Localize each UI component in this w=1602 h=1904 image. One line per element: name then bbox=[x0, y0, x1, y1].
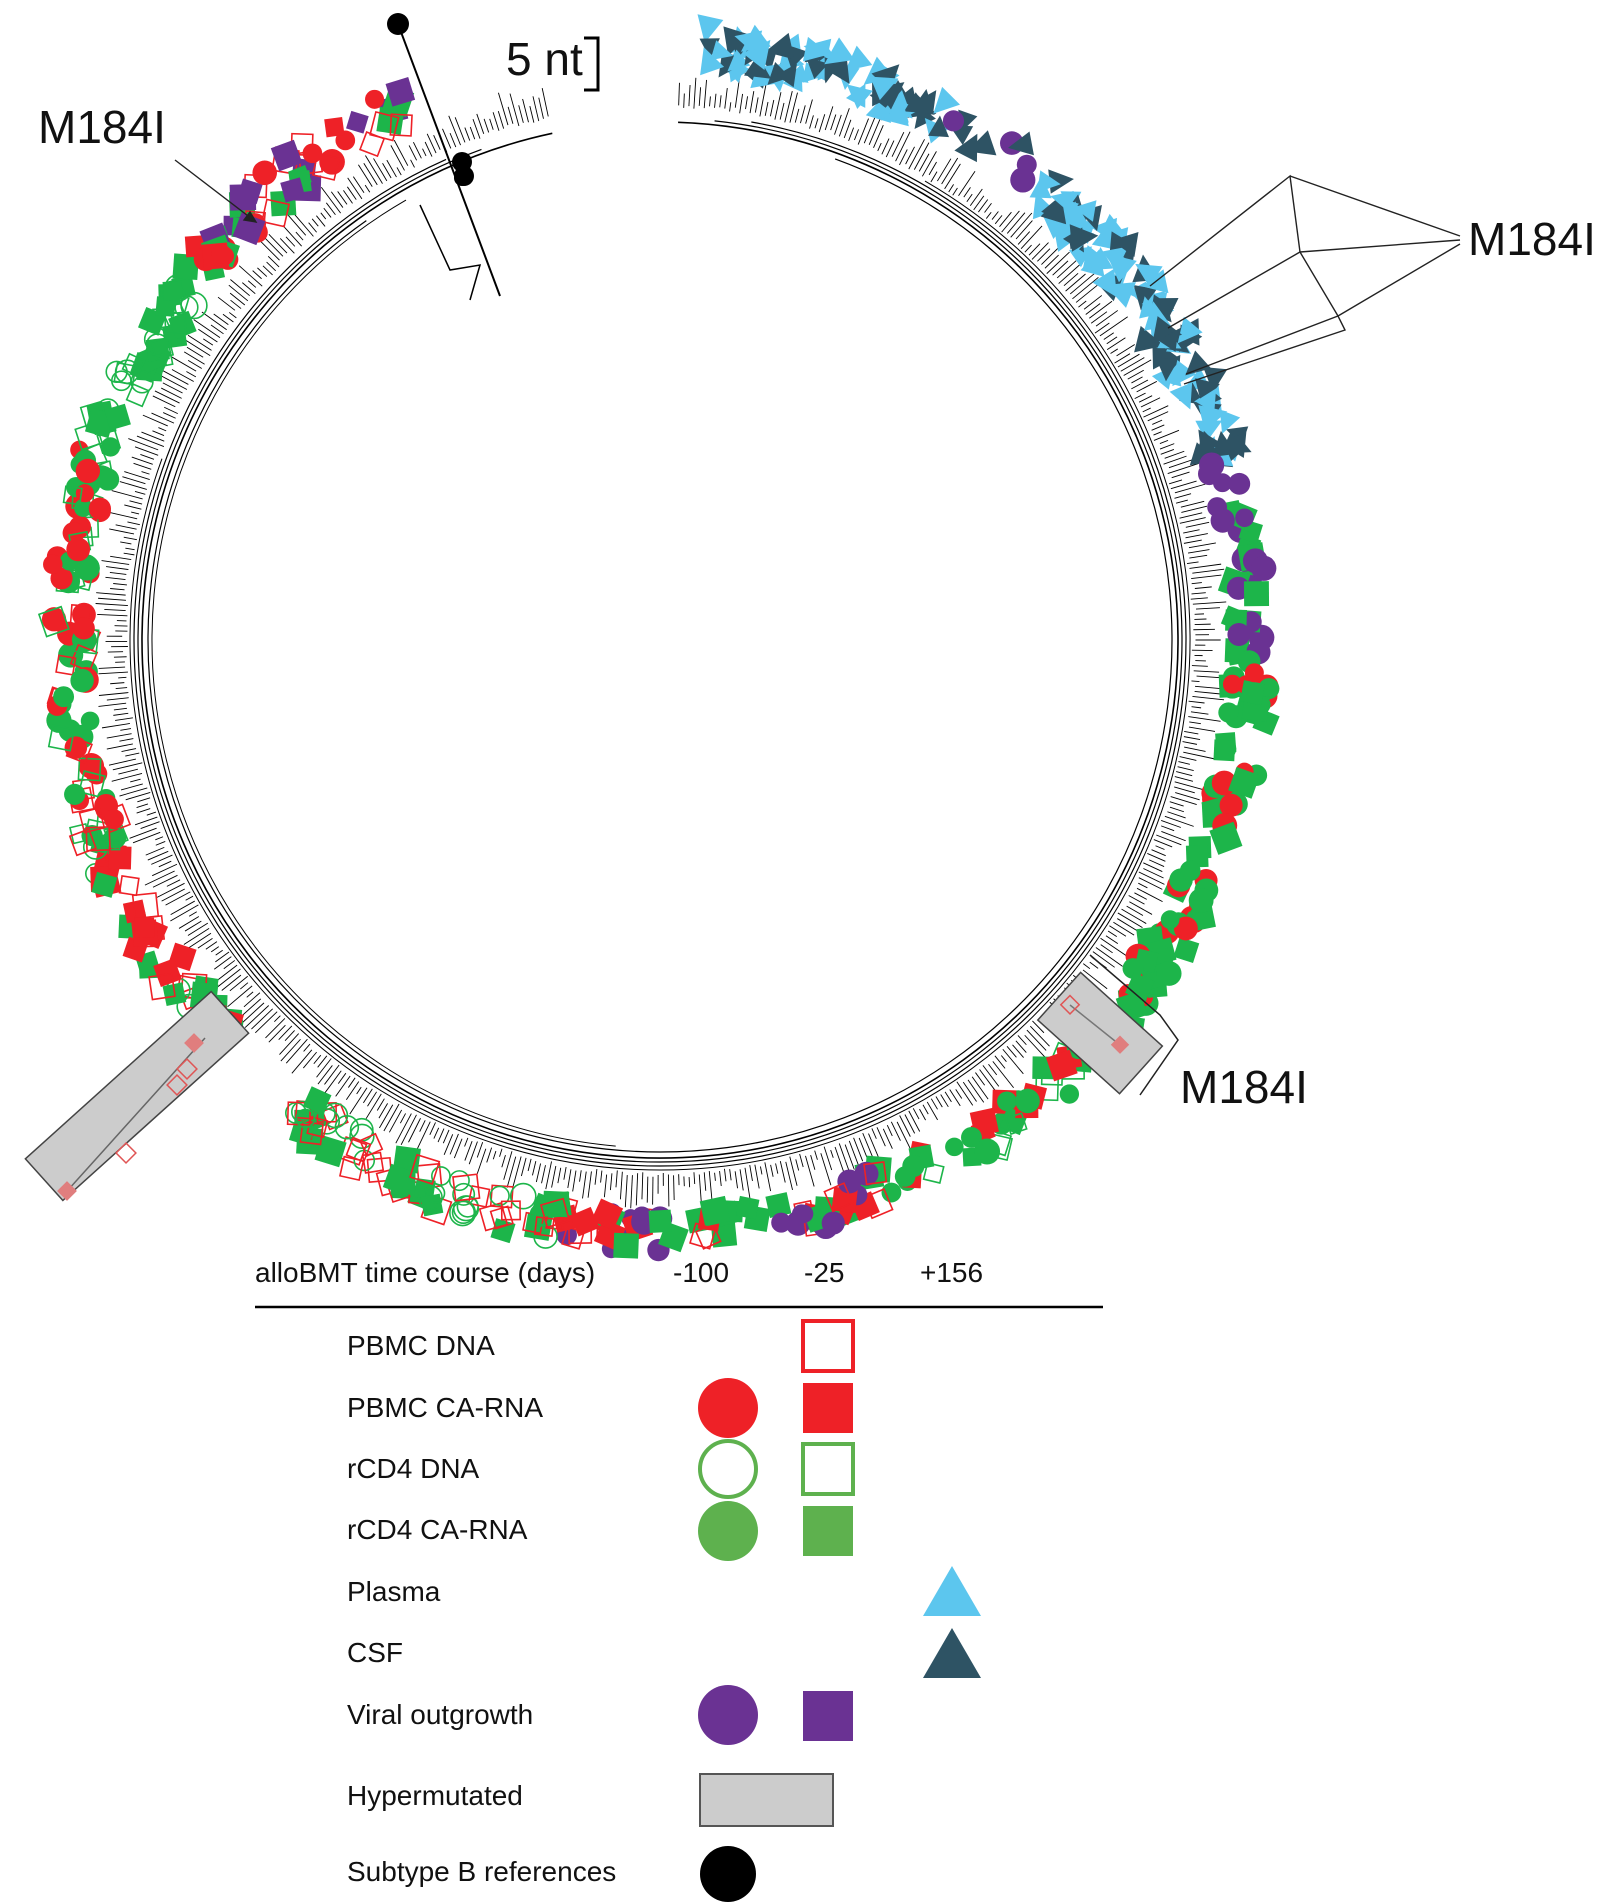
legend-symbol-subtype-b bbox=[700, 1846, 756, 1902]
circular-phylogenetic-tree bbox=[95, 74, 1229, 1209]
m184i-pointers bbox=[174, 159, 1461, 385]
mutation-label-bottom-right: M184I bbox=[1180, 1061, 1308, 1113]
hypermutated-box-left bbox=[24, 990, 250, 1202]
legend-timepoint-neg100: -100 bbox=[673, 1257, 730, 1288]
legend-row-plasma: Plasma bbox=[347, 1576, 441, 1607]
legend-row-subtype-b: Subtype B references bbox=[347, 1856, 617, 1887]
hypermutated-box-right bbox=[1036, 954, 1179, 1096]
legend-timepoint-pos156: +156 bbox=[920, 1257, 984, 1288]
legend bbox=[255, 1305, 1103, 1902]
legend-symbol-rcd4-ca-rna-neg25 bbox=[803, 1506, 853, 1556]
legend-symbol-hypermutated bbox=[699, 1773, 834, 1827]
legend-header: alloBMT time course (days) bbox=[255, 1257, 596, 1288]
legend-symbol-rcd4-dna-neg100 bbox=[698, 1439, 758, 1499]
legend-row-viral-outgrowth: Viral outgrowth bbox=[347, 1699, 534, 1730]
legend-row-rcd4-ca-rna: rCD4 CA-RNA bbox=[347, 1514, 528, 1545]
legend-symbol-viral-outgrowth-neg100 bbox=[698, 1685, 758, 1745]
sequence-markers bbox=[37, 14, 1280, 1262]
legend-timepoint-neg25: -25 bbox=[804, 1257, 845, 1288]
legend-symbol-rcd4-ca-rna-neg100 bbox=[698, 1501, 758, 1561]
legend-symbol-viral-outgrowth-neg25 bbox=[803, 1691, 853, 1741]
legend-row-rcd4-dna: rCD4 DNA bbox=[347, 1453, 480, 1484]
mutation-label-top-right: M184I bbox=[1468, 213, 1596, 265]
legend-symbol-rcd4-dna-neg25 bbox=[801, 1442, 855, 1496]
legend-symbol-pbmc-ca-rna-neg25 bbox=[803, 1383, 853, 1433]
subtype-b-references bbox=[387, 13, 501, 301]
legend-symbol-pbmc-dna-neg25 bbox=[801, 1319, 855, 1373]
legend-row-csf: CSF bbox=[347, 1637, 403, 1668]
legend-row-pbmc-dna: PBMC DNA bbox=[347, 1330, 495, 1361]
mutation-label-top-left: M184I bbox=[38, 101, 166, 153]
scale-bar-bracket bbox=[584, 36, 600, 92]
legend-symbol-csf-pos156 bbox=[923, 1628, 981, 1678]
legend-row-hypermutated: Hypermutated bbox=[347, 1780, 523, 1811]
legend-symbol-plasma-pos156 bbox=[923, 1566, 981, 1616]
legend-row-pbmc-ca-rna: PBMC CA-RNA bbox=[347, 1392, 544, 1423]
scale-bar-label: 5 nt bbox=[506, 33, 583, 85]
legend-symbol-pbmc-ca-rna-neg100 bbox=[698, 1378, 758, 1438]
